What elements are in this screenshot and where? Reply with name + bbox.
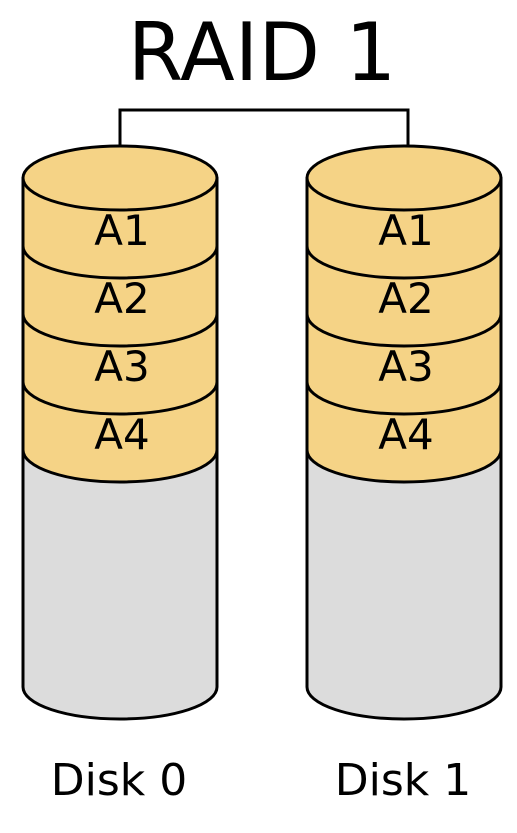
block-label: A3: [94, 342, 149, 391]
diagram-title: RAID 1: [128, 6, 397, 99]
block-label: A4: [94, 410, 149, 459]
mirror-connector: [118, 108, 410, 176]
block-label: A1: [378, 206, 433, 255]
block-label: A2: [94, 274, 149, 323]
disk-empty-region: [305, 448, 503, 721]
block-label: A2: [378, 274, 433, 323]
disk-top-cap: [21, 144, 219, 212]
disk-label: Disk 0: [51, 755, 188, 806]
block-label: A4: [378, 410, 433, 459]
block-label: A3: [378, 342, 433, 391]
block-label: A1: [94, 206, 149, 255]
disk-label: Disk 1: [335, 755, 472, 806]
disk-empty-region: [21, 448, 219, 721]
disk-top-cap: [305, 144, 503, 212]
